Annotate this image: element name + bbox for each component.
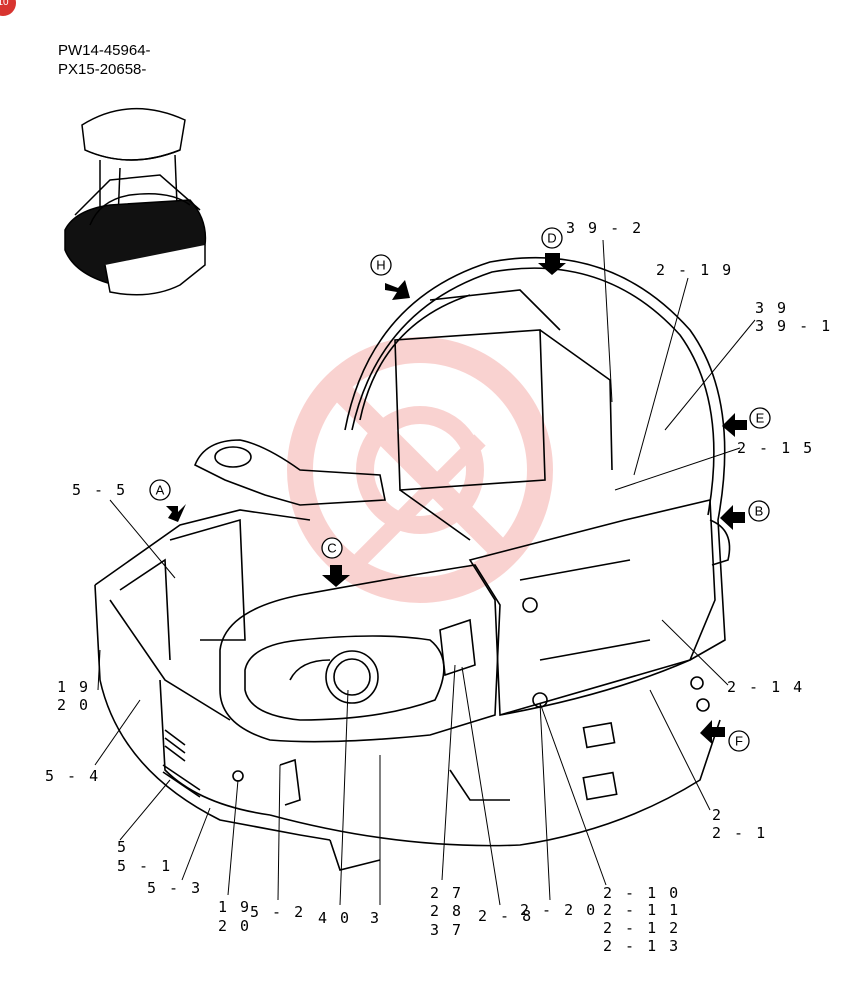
view-marker-a: A <box>149 479 171 501</box>
svg-text:E: E <box>756 411 765 426</box>
callout-20-left: 2 0 <box>57 696 90 714</box>
callout-40: 4 0 <box>318 909 351 927</box>
callout-5-5: 5 - 5 <box>72 481 127 499</box>
callout-39-1: 3 9 - 1 <box>755 317 832 335</box>
callout-2-15: 2 - 1 5 <box>737 439 814 457</box>
callout-labels: 3 9 - 2 2 - 1 9 3 9 3 9 - 1 2 - 1 5 5 - … <box>45 219 832 955</box>
callout-39: 3 9 <box>755 299 788 317</box>
callout-2-13: 2 - 1 3 <box>603 937 680 955</box>
svg-text:C: C <box>327 541 336 556</box>
svg-text:A: A <box>156 483 165 498</box>
callout-2-10: 2 - 1 0 <box>603 884 680 902</box>
view-marker-c: C <box>321 537 343 559</box>
callout-5-1: 5 - 1 <box>117 857 172 875</box>
inset-machine-thumbnail <box>64 107 207 296</box>
vent-grille <box>162 729 201 798</box>
callout-2-20: 2 - 2 0 <box>520 901 597 919</box>
machine-body <box>94 256 731 871</box>
callout-27: 2 7 <box>430 884 463 902</box>
view-marker-f: F <box>728 730 750 752</box>
svg-text:H: H <box>376 258 385 273</box>
view-marker-b: B <box>748 500 770 522</box>
svg-text:B: B <box>755 504 764 519</box>
callout-5: 5 <box>117 838 128 856</box>
leader-lines <box>94 239 756 906</box>
svg-text:F: F <box>735 734 743 749</box>
callout-37: 3 7 <box>430 921 463 939</box>
callout-5-2: 5 - 2 <box>250 903 305 921</box>
view-marker-d: D <box>541 227 563 249</box>
corner-badge: 10 <box>0 0 16 16</box>
callout-5-3: 5 - 3 <box>147 879 202 897</box>
view-arrows <box>166 253 747 744</box>
callout-19-left: 1 9 <box>57 678 90 696</box>
callout-2: 2 <box>712 806 723 824</box>
callout-19-bottom: 1 9 <box>218 898 251 916</box>
serial-line-2: PX15-20658- <box>58 61 147 78</box>
callout-28: 2 8 <box>430 902 463 920</box>
serial-range: PW14-45964- PX15-20658- <box>58 41 151 79</box>
view-marker-e: E <box>749 407 771 429</box>
callout-2-19: 2 - 1 9 <box>656 261 733 279</box>
callout-5-4: 5 - 4 <box>45 767 100 785</box>
callout-2-14: 2 - 1 4 <box>727 678 804 696</box>
callout-20-bottom: 2 0 <box>218 917 251 935</box>
callout-39-2: 3 9 - 2 <box>566 219 643 237</box>
callout-3: 3 <box>370 909 381 927</box>
serial-line-1: PW14-45964- <box>58 42 151 59</box>
view-marker-h: H <box>370 254 392 276</box>
callout-2-8: 2 - 8 <box>478 907 533 925</box>
callout-2-12: 2 - 1 2 <box>603 919 680 937</box>
svg-text:D: D <box>547 231 556 246</box>
callout-2-1: 2 - 1 <box>712 824 767 842</box>
callout-2-11: 2 - 1 1 <box>603 901 680 919</box>
